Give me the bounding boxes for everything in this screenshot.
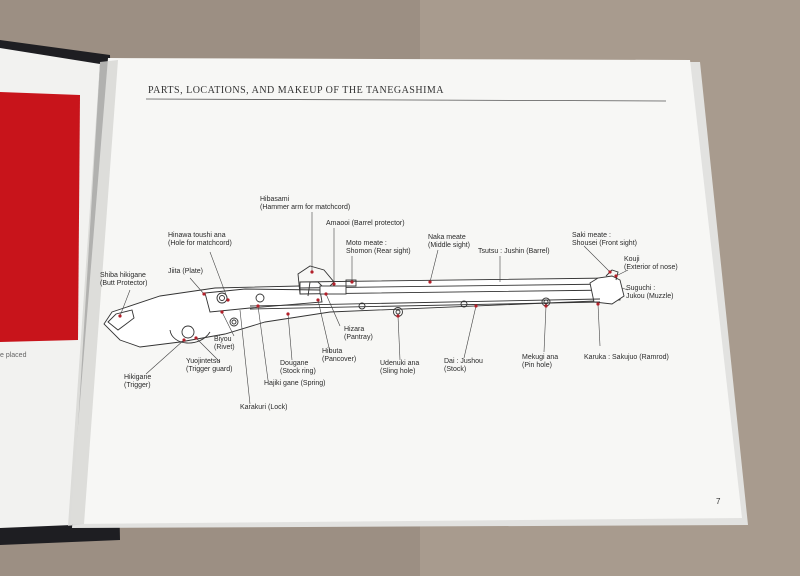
label-hikigane: Hikigane(Trigger)	[124, 374, 152, 389]
marker-dots	[118, 270, 618, 342]
red-photo-block	[0, 92, 80, 342]
label-shiba-hikigane: Shiba hikigane(Butt Protector)	[100, 272, 148, 287]
label-hibasami: Hibasami(Hammer arm for matchcord)	[260, 196, 351, 211]
label-mekugi: Mekugi ana(Pin hole)	[522, 354, 559, 369]
label-tsutsu: Tsutsu : Jushin (Barrel)	[478, 248, 550, 255]
label-suguchi: Suguchi :Jukou (Muzzle)	[626, 285, 674, 300]
label-yuojintetsu: Yuojintetsu(Trigger guard)	[186, 358, 233, 373]
label-hinawa: Hinawa toushi ana(Hole for matchcord)	[168, 232, 232, 247]
label-karakuri: Karakuri (Lock)	[240, 404, 288, 411]
label-saki-meate: Saki meate :Shousei (Front sight)	[572, 232, 637, 247]
label-jiita: Jiita (Plate)	[168, 268, 204, 275]
label-hibuta: Hibuta(Pancover)	[322, 348, 357, 363]
label-dougane: Dougane(Stock ring)	[280, 360, 316, 375]
tanegashima-diagram	[103, 265, 625, 348]
label-karuka: Karuka : Sakujuo (Ramrod)	[584, 354, 669, 361]
label-hizara: Hizara(Pantray)	[344, 326, 373, 341]
label-biyou: Biyou(Rivet)	[214, 336, 235, 351]
label-amaooi: Amaooi (Barrel protector)	[326, 220, 405, 227]
left-page-caption: e placed	[0, 352, 27, 359]
label-udenuki: Udenuki ana(Sling hole)	[380, 360, 420, 375]
title-rule	[145, 98, 667, 102]
leader-lines	[119, 212, 629, 405]
page-number: 7	[716, 497, 721, 506]
label-kouji: Kouji(Exterior of nose)	[624, 256, 678, 271]
label-dai: Dai : Jushou(Stock)	[444, 358, 483, 373]
label-moto-meate: Moto meate :Shomon (Rear sight)	[346, 240, 411, 255]
label-hajiki: Hajiki gane (Spring)	[264, 380, 326, 387]
page-title: PARTS, LOCATIONS, AND MAKEUP OF THE TANE…	[148, 85, 445, 96]
label-naka-meate: Naka meate(Middle sight)	[428, 234, 471, 249]
